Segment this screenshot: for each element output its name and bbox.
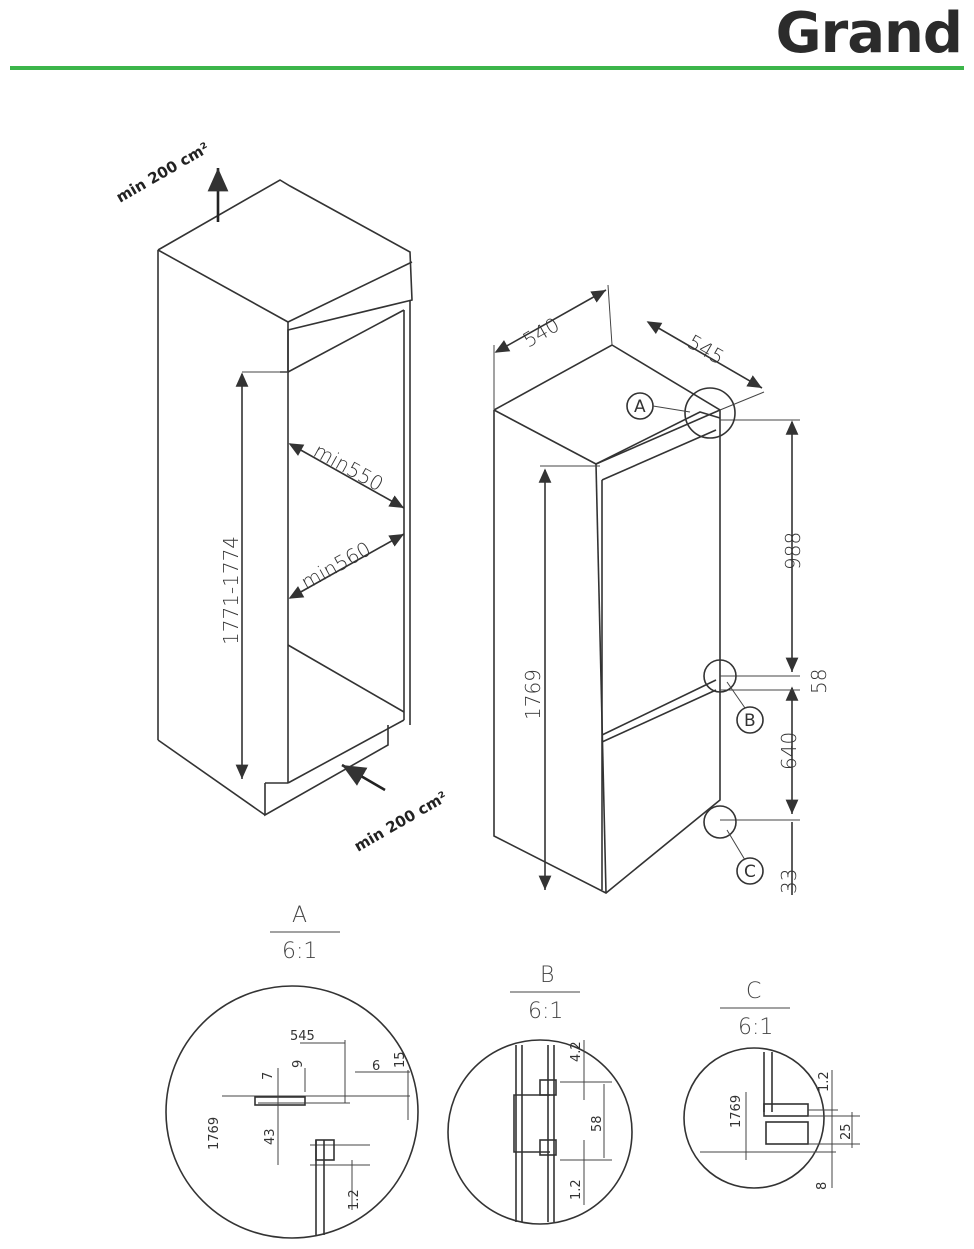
detail-a-dim-15: 15 [393, 1051, 408, 1068]
callout-a: A [634, 397, 646, 417]
detail-a-dim-1769: 1769 [207, 1117, 222, 1150]
detail-a-scale: 6:1 [282, 939, 317, 964]
callout-c: C [744, 862, 756, 882]
gap-label: 58 [807, 669, 831, 694]
detail-a-dim-1-2: 1.2 [347, 1189, 362, 1210]
detail-b [447, 991, 633, 1225]
detail-a-dim-7: 7 [261, 1072, 276, 1080]
detail-c-scale: 6:1 [738, 1015, 773, 1040]
lower-section-label: 640 [777, 732, 801, 770]
niche-height-label: 1771-1774 [219, 536, 243, 645]
detail-a-label: A [292, 903, 307, 928]
niche-drawing [157, 168, 413, 817]
detail-a [165, 931, 419, 1239]
upper-section-label: 988 [781, 532, 805, 570]
detail-c-label: C [746, 979, 761, 1004]
callout-b: B [744, 711, 756, 731]
appliance-depth-label: 545 [684, 330, 729, 370]
vent-bottom-label: min 200 cm² [351, 788, 450, 856]
detail-b-scale: 6:1 [528, 999, 563, 1024]
niche-width-label: min560 [297, 537, 375, 595]
detail-b-label: B [540, 963, 554, 988]
detail-c-dim-8: 8 [815, 1182, 830, 1190]
detail-a-dim-545: 545 [290, 1029, 315, 1044]
detail-c-dim-1-2: 1.2 [817, 1071, 832, 1092]
detail-b-dim-58: 58 [590, 1115, 605, 1132]
detail-b-dim-1-2: 1.2 [569, 1179, 584, 1200]
appliance-drawing [493, 284, 800, 895]
niche-depth-label: min550 [310, 438, 388, 496]
vent-top-label: min 200 cm² [113, 139, 212, 207]
detail-b-dim-4-2: 4.2 [569, 1041, 584, 1062]
detail-a-dim-43: 43 [263, 1128, 278, 1145]
detail-a-dim-6: 6 [372, 1059, 380, 1074]
detail-c-dim-25: 25 [839, 1123, 854, 1140]
appliance-height-label: 1769 [521, 669, 545, 720]
grand-logo: Grand [775, 1, 963, 66]
detail-a-dim-9: 9 [291, 1060, 306, 1068]
detail-c [683, 1007, 860, 1189]
detail-c-dim-1769: 1769 [729, 1095, 744, 1128]
header-rule [10, 66, 964, 70]
plinth-label: 33 [777, 869, 801, 894]
